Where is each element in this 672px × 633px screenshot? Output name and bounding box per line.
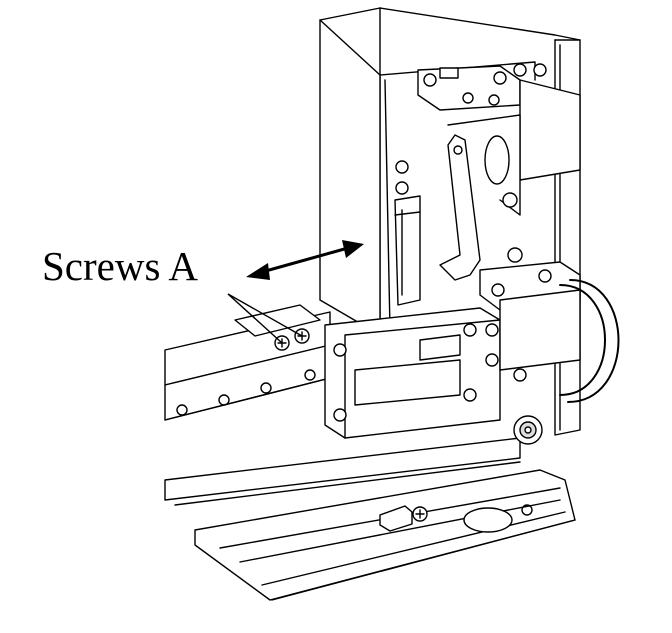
cable-loop: [559, 279, 620, 403]
carriage-block: [324, 307, 501, 439]
leader-lines: [227, 293, 303, 344]
slide-rail: [164, 304, 331, 421]
base-rail: [164, 437, 576, 601]
frame-screws: [395, 63, 547, 195]
lock-tab: [379, 505, 428, 532]
right-mount: [479, 247, 581, 382]
movement-arrow: [246, 240, 364, 280]
sensor-block: [394, 195, 421, 306]
lever-arm: [439, 114, 521, 281]
screw-a-2: [294, 328, 310, 344]
knob: [513, 415, 543, 445]
callout-label-screws-a: Screws A: [42, 243, 199, 289]
upper-bracket: [417, 65, 581, 181]
base-slot: [463, 504, 533, 533]
